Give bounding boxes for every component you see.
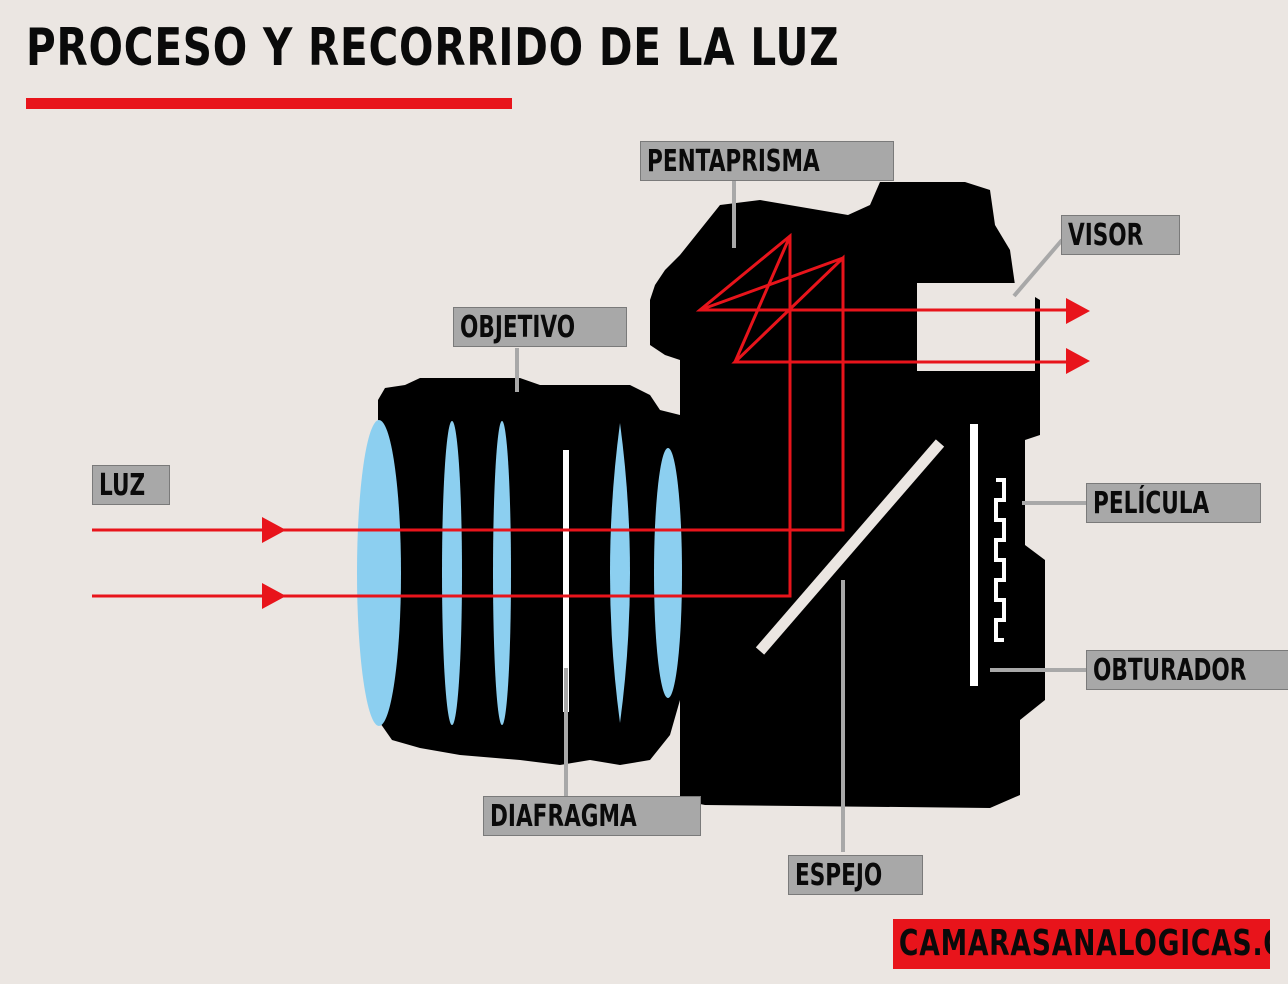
connector-visor (1012, 238, 1064, 298)
label-objetivo: OBJETIVO (453, 307, 627, 347)
mirror (755, 439, 945, 655)
shutter (970, 424, 978, 686)
light-rays (92, 232, 1070, 598)
arrow-head-icon (262, 517, 286, 543)
label-visor: VISOR (1061, 215, 1180, 255)
lens-element-3 (493, 421, 511, 725)
lens-element-2 (442, 421, 462, 725)
lens-element-4 (610, 423, 630, 723)
arrow-head-icon (1066, 348, 1090, 374)
label-obturador: OBTURADOR (1086, 650, 1288, 690)
lens-element-1 (357, 420, 401, 726)
label-espejo: ESPEJO (788, 855, 924, 895)
camera-body (378, 182, 1045, 808)
arrow-head-icon (1066, 298, 1090, 324)
label-pelicula: PELÍCULA (1086, 483, 1262, 523)
label-pentaprisma: PENTAPRISMA (640, 141, 894, 181)
arrowheads (262, 298, 1090, 609)
label-luz: LUZ (92, 465, 171, 505)
lens-element-5 (654, 448, 682, 698)
brand-badge: CAMARASANALOGICAS.COM (893, 919, 1270, 969)
page-title: PROCESO Y RECORRIDO DE LA LUZ (26, 18, 840, 78)
viewfinder-window (917, 283, 1035, 371)
film-strip (994, 478, 1006, 642)
pentaprism-window (700, 235, 848, 362)
label-diafragma: DIAFRAGMA (483, 796, 701, 836)
lens-elements (357, 420, 682, 726)
title-underline (26, 98, 512, 109)
diaphragm-blade (563, 450, 569, 712)
arrow-head-icon (262, 583, 286, 609)
label-connectors (515, 178, 1088, 852)
